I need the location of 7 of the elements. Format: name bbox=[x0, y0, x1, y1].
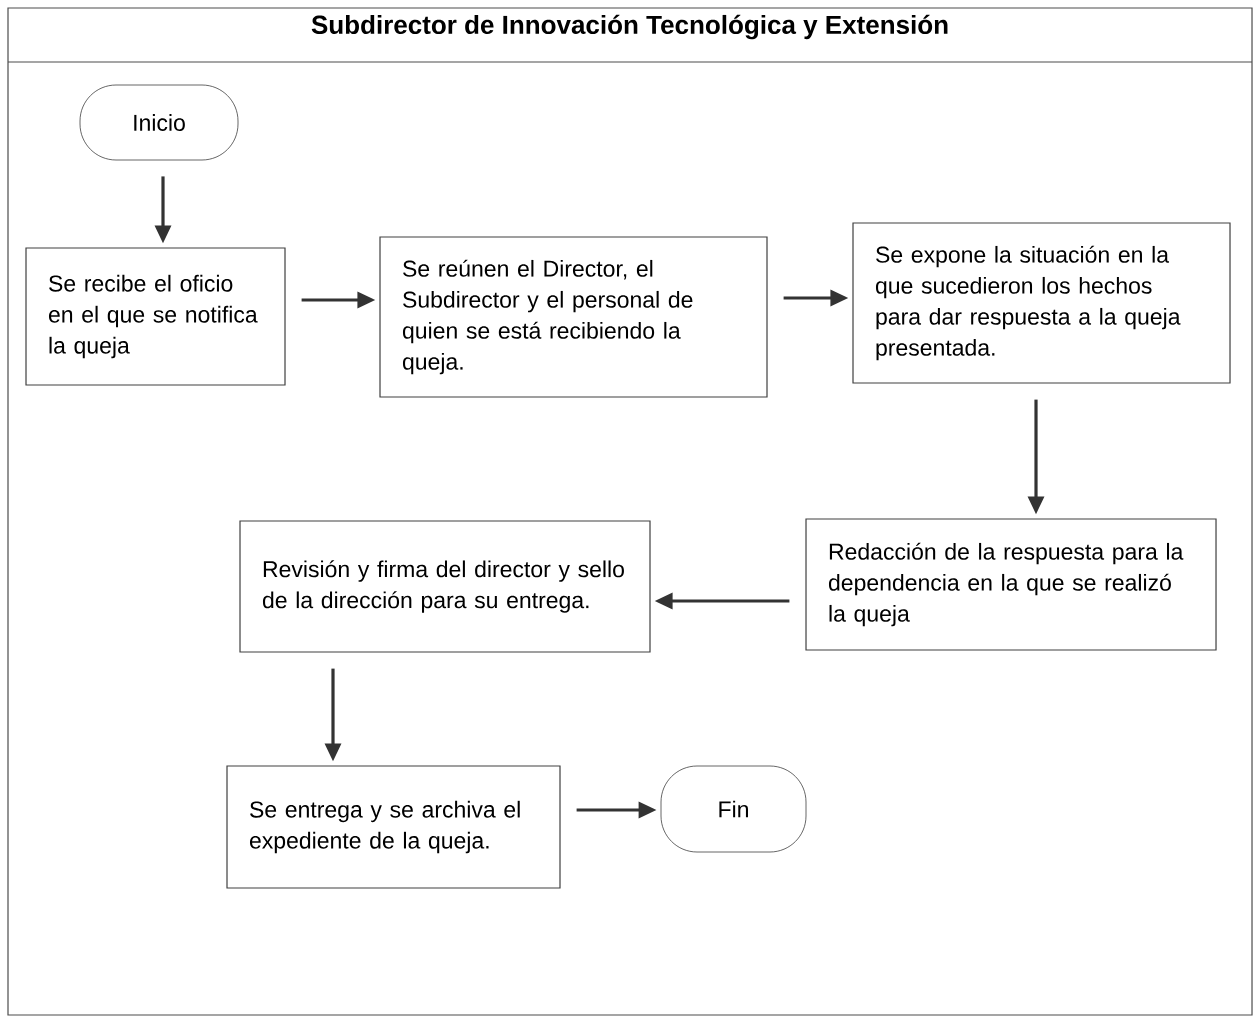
lane-title: Subdirector de Innovación Tecnológica y Extensión bbox=[311, 14, 948, 40]
process-box: Se recibe el oficio en el que se notifica la queja bbox=[25, 247, 286, 386]
process-box: Se expone la situación en la que sucedieron los hechos para dar respuesta a la queja presentada. bbox=[852, 222, 1231, 384]
process-box: Se reúnen el Director, el Subdirector y el personal de quien se está recibiendo la queja. bbox=[379, 236, 768, 398]
process-box: Se entrega y se archiva el expediente de la queja. bbox=[226, 765, 561, 889]
process-box: Redacción de la respuesta para la dependencia en la que se realizó la queja bbox=[805, 518, 1217, 651]
process-box: Revisión y firma del director y sello de la dirección para su entrega. bbox=[239, 520, 651, 653]
